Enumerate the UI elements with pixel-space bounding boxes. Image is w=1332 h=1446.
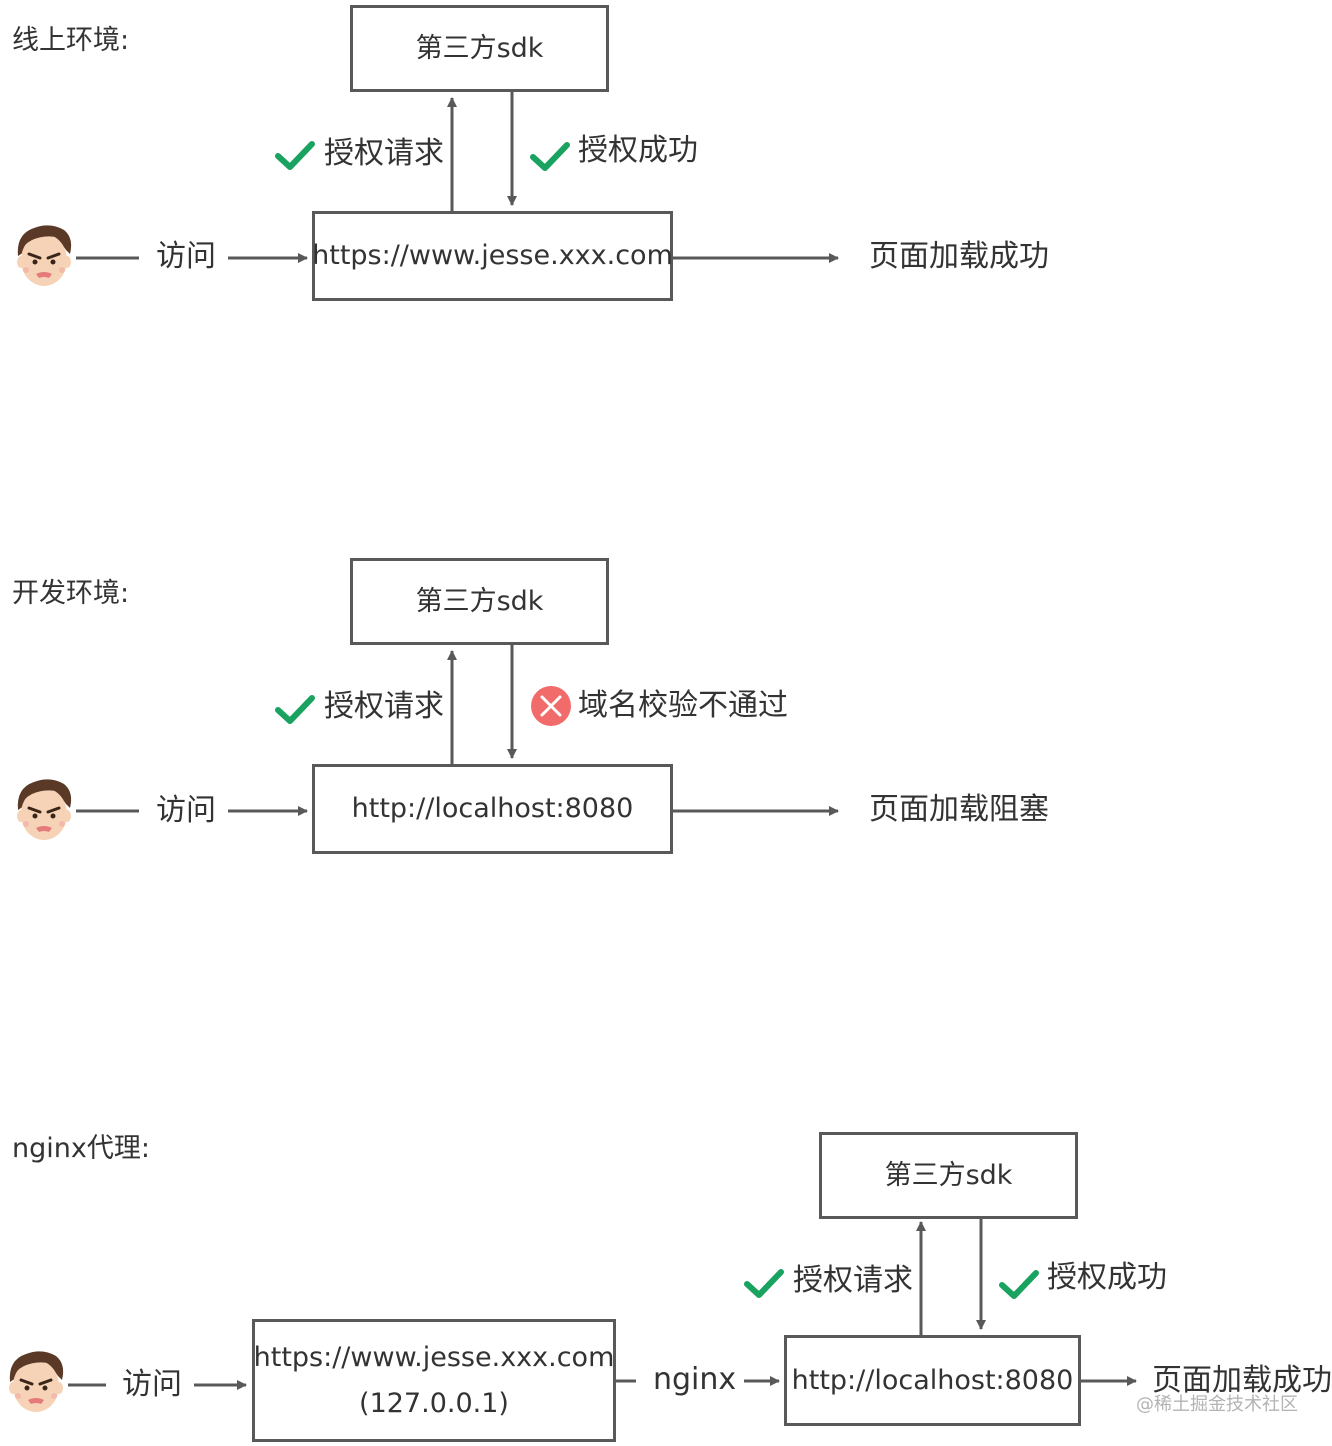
online-request-label: 授权请求 [324,136,444,171]
watermark-text: @稀土掘金技术社区 [1136,1394,1298,1415]
nginx-sdk-label: 第三方sdk [884,1159,1013,1191]
dev-request-checkmark-icon [278,698,312,721]
nginx-site-box: https://www.jesse.xxx.com (127.0.0.1) [252,1319,616,1442]
online-response-checkmark-icon [533,145,567,168]
dev-visit-label: 访问 [156,793,216,828]
nginx-response-label: 授权成功 [1047,1260,1167,1295]
online-response-label: 授权成功 [578,133,698,168]
dev-sdk-label: 第三方sdk [415,585,544,617]
nginx-request-checkmark-icon [747,1272,781,1295]
dev-site-box: http://localhost:8080 [312,764,673,854]
nginx-site-label-line2: (127.0.0.1) [359,1387,509,1419]
dev-section-title: 开发环境: [12,578,130,609]
dev-site-label: http://localhost:8080 [351,793,634,825]
online-user-avatar-icon [15,223,73,288]
nginx-proxy-label: nginx [653,1362,737,1397]
nginx-local-box: http://localhost:8080 [784,1335,1081,1426]
online-site-box: https://www.jesse.xxx.com [312,211,673,301]
online-sdk-label: 第三方sdk [415,32,544,64]
online-request-checkmark-icon [278,144,312,167]
dev-sdk-box: 第三方sdk [350,558,609,645]
nginx-visit-label: 访问 [122,1367,182,1402]
online-result-label: 页面加载成功 [869,239,1049,274]
dev-error-circle-icon [531,686,571,726]
online-site-label: https://www.jesse.xxx.com [312,240,673,272]
dev-request-label: 授权请求 [324,689,444,724]
dev-result-label: 页面加载阻塞 [869,792,1049,827]
nginx-sdk-box: 第三方sdk [819,1132,1078,1219]
online-visit-label: 访问 [156,239,216,274]
nginx-response-checkmark-icon [1002,1273,1036,1296]
nginx-site-label-line1: https://www.jesse.xxx.com [253,1341,615,1373]
dev-user-avatar-icon [15,777,73,842]
nginx-user-avatar-icon [7,1349,65,1414]
nginx-section-title: nginx代理: [12,1133,150,1164]
online-section-title: 线上环境: [12,25,130,56]
nginx-request-label: 授权请求 [793,1263,913,1298]
nginx-local-label: http://localhost:8080 [791,1364,1074,1396]
nginx-result-label: 页面加载成功 [1152,1363,1332,1398]
dev-response-label: 域名校验不通过 [578,688,788,723]
online-sdk-box: 第三方sdk [350,5,609,92]
